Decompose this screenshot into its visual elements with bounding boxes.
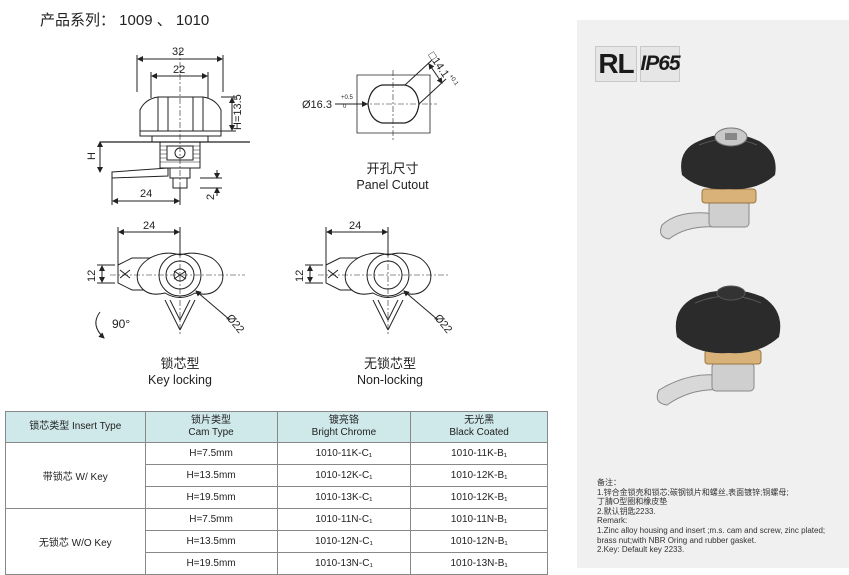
note-line: 2.默认钥匙2233. <box>597 506 656 516</box>
key-locking-en: Key locking <box>148 373 212 387</box>
note-line: 2.Key: Default key 2233. <box>597 545 685 555</box>
group-without-key: 无锁芯 W/O Key <box>5 508 146 575</box>
group-with-key: 带锁芯 W/ Key <box>5 442 146 509</box>
key-locking-top-view <box>95 227 245 339</box>
chrome-cell: 1010-12N-C₁ <box>276 530 412 553</box>
cam-cell: H=7.5mm <box>144 508 278 531</box>
dim-22: 22 <box>173 64 185 76</box>
note-line: 备注： <box>597 478 621 487</box>
dim-24-non: 24 <box>349 220 361 232</box>
black-cell: 1010-13N-B₁ <box>410 552 548 575</box>
technical-drawings: 32 22 H=13.5 H 24 2 Ø16.3 +0.5 0 □14.1 +… <box>86 46 459 339</box>
dim-12-key: 12 <box>86 270 98 282</box>
dim-d22-non: Ø22 <box>432 312 455 336</box>
rotation-90: 90° <box>112 317 130 331</box>
panel-cutout-caption: 开孔尺寸 Panel Cutout <box>345 160 440 194</box>
non-locking-cn: 无锁芯型 <box>363 356 416 371</box>
key-locking-cn: 锁芯型 <box>160 356 200 371</box>
dim-d16-3: Ø16.3 <box>302 99 332 111</box>
ip65-badge: IP65 <box>640 46 681 82</box>
panel-cutout-cn: 开孔尺寸 <box>366 161 419 176</box>
table-row: 无锁芯 W/O Key H=7.5mm 1010-11N-C₁ 1010-11N… <box>5 508 548 575</box>
note-line: 1.Zinc alloy housing and insert ;m.s. ca… <box>597 525 826 535</box>
chrome-cell: 1010-11N-C₁ <box>276 508 412 531</box>
note-line: Remark: <box>597 516 628 526</box>
dim-sq-tol: +0.1 <box>447 74 459 88</box>
note-line: brass nut;with NBR Oring and rubber gask… <box>597 535 757 545</box>
rl-badge: RL <box>595 46 637 82</box>
cam-cell: H=19.5mm <box>144 486 278 509</box>
dim-h13-5: H=13.5 <box>232 94 244 130</box>
dim-2: 2 <box>205 194 217 200</box>
dim-24-side: 24 <box>140 188 152 200</box>
table-row: H=13.5mm 1010-12K-C₁ 1010-12K-B₁ <box>6 464 548 487</box>
note-line: 丁腈O型圈和橡皮垫 <box>597 497 668 507</box>
dim-tol-plus: +0.5 <box>341 95 354 101</box>
chrome-cell: 1010-13N-C₁ <box>276 552 412 575</box>
black-cell: 1010-12K-B₁ <box>410 486 548 509</box>
panel-cutout-drawing <box>335 59 447 140</box>
dim-12-non: 12 <box>294 270 306 282</box>
black-cell: 1010-11K-B₁ <box>410 442 548 465</box>
product-photo-key-locking <box>660 127 776 240</box>
black-cell: 1010-12N-B₁ <box>410 530 548 553</box>
side-view <box>97 50 250 205</box>
panel-cutout-en: Panel Cutout <box>356 178 429 192</box>
cam-cell: H=7.5mm <box>144 442 278 465</box>
col-insert-type: 锁芯类型 Insert Type <box>5 411 146 443</box>
dim-24-key: 24 <box>143 220 155 232</box>
non-locking-top-view <box>305 227 450 335</box>
product-photo-non-locking <box>656 285 781 406</box>
dim-h: H <box>86 152 98 160</box>
product-panel: RL IP65 备注： 1.锌合金锁壳和锁芯;碳钢锁片和螺丝,表面镀锌;铜螺母;… <box>577 20 849 568</box>
dim-32: 32 <box>172 46 184 58</box>
cam-cell: H=13.5mm <box>144 464 278 487</box>
non-locking-caption: 无锁芯型 Non-locking <box>340 355 440 389</box>
chrome-cell: 1010-11K-C₁ <box>276 442 412 465</box>
key-locking-caption: 锁芯型 Key locking <box>130 355 230 389</box>
black-cell: 1010-11N-B₁ <box>410 508 548 531</box>
table-row: 带锁芯 W/ Key H=7.5mm 1010-11K-C₁ 1010-11K-… <box>5 442 548 509</box>
black-cell: 1010-12K-B₁ <box>410 464 548 487</box>
cam-cell: H=13.5mm <box>144 530 278 553</box>
cam-cell: H=19.5mm <box>144 552 278 575</box>
chrome-cell: 1010-12K-C₁ <box>276 464 412 487</box>
dim-d22-key: Ø22 <box>224 312 247 336</box>
remarks-notes: 备注： 1.锌合金锁壳和锁芯;碳钢锁片和螺丝,表面镀锌;铜螺母; 丁腈O型圈和橡… <box>597 478 847 555</box>
product-series-title: 产品系列： 1009 、 1010 <box>40 12 210 29</box>
chrome-cell: 1010-13K-C₁ <box>276 486 412 509</box>
non-locking-en: Non-locking <box>356 373 423 387</box>
table-row: H=13.5mm 1010-12N-C₁ 1010-12N-B₁ <box>6 530 548 553</box>
dim-tol-zero: 0 <box>343 104 347 110</box>
note-line: 1.锌合金锁壳和锁芯;碳钢锁片和螺丝,表面镀锌;铜螺母; <box>597 487 789 497</box>
